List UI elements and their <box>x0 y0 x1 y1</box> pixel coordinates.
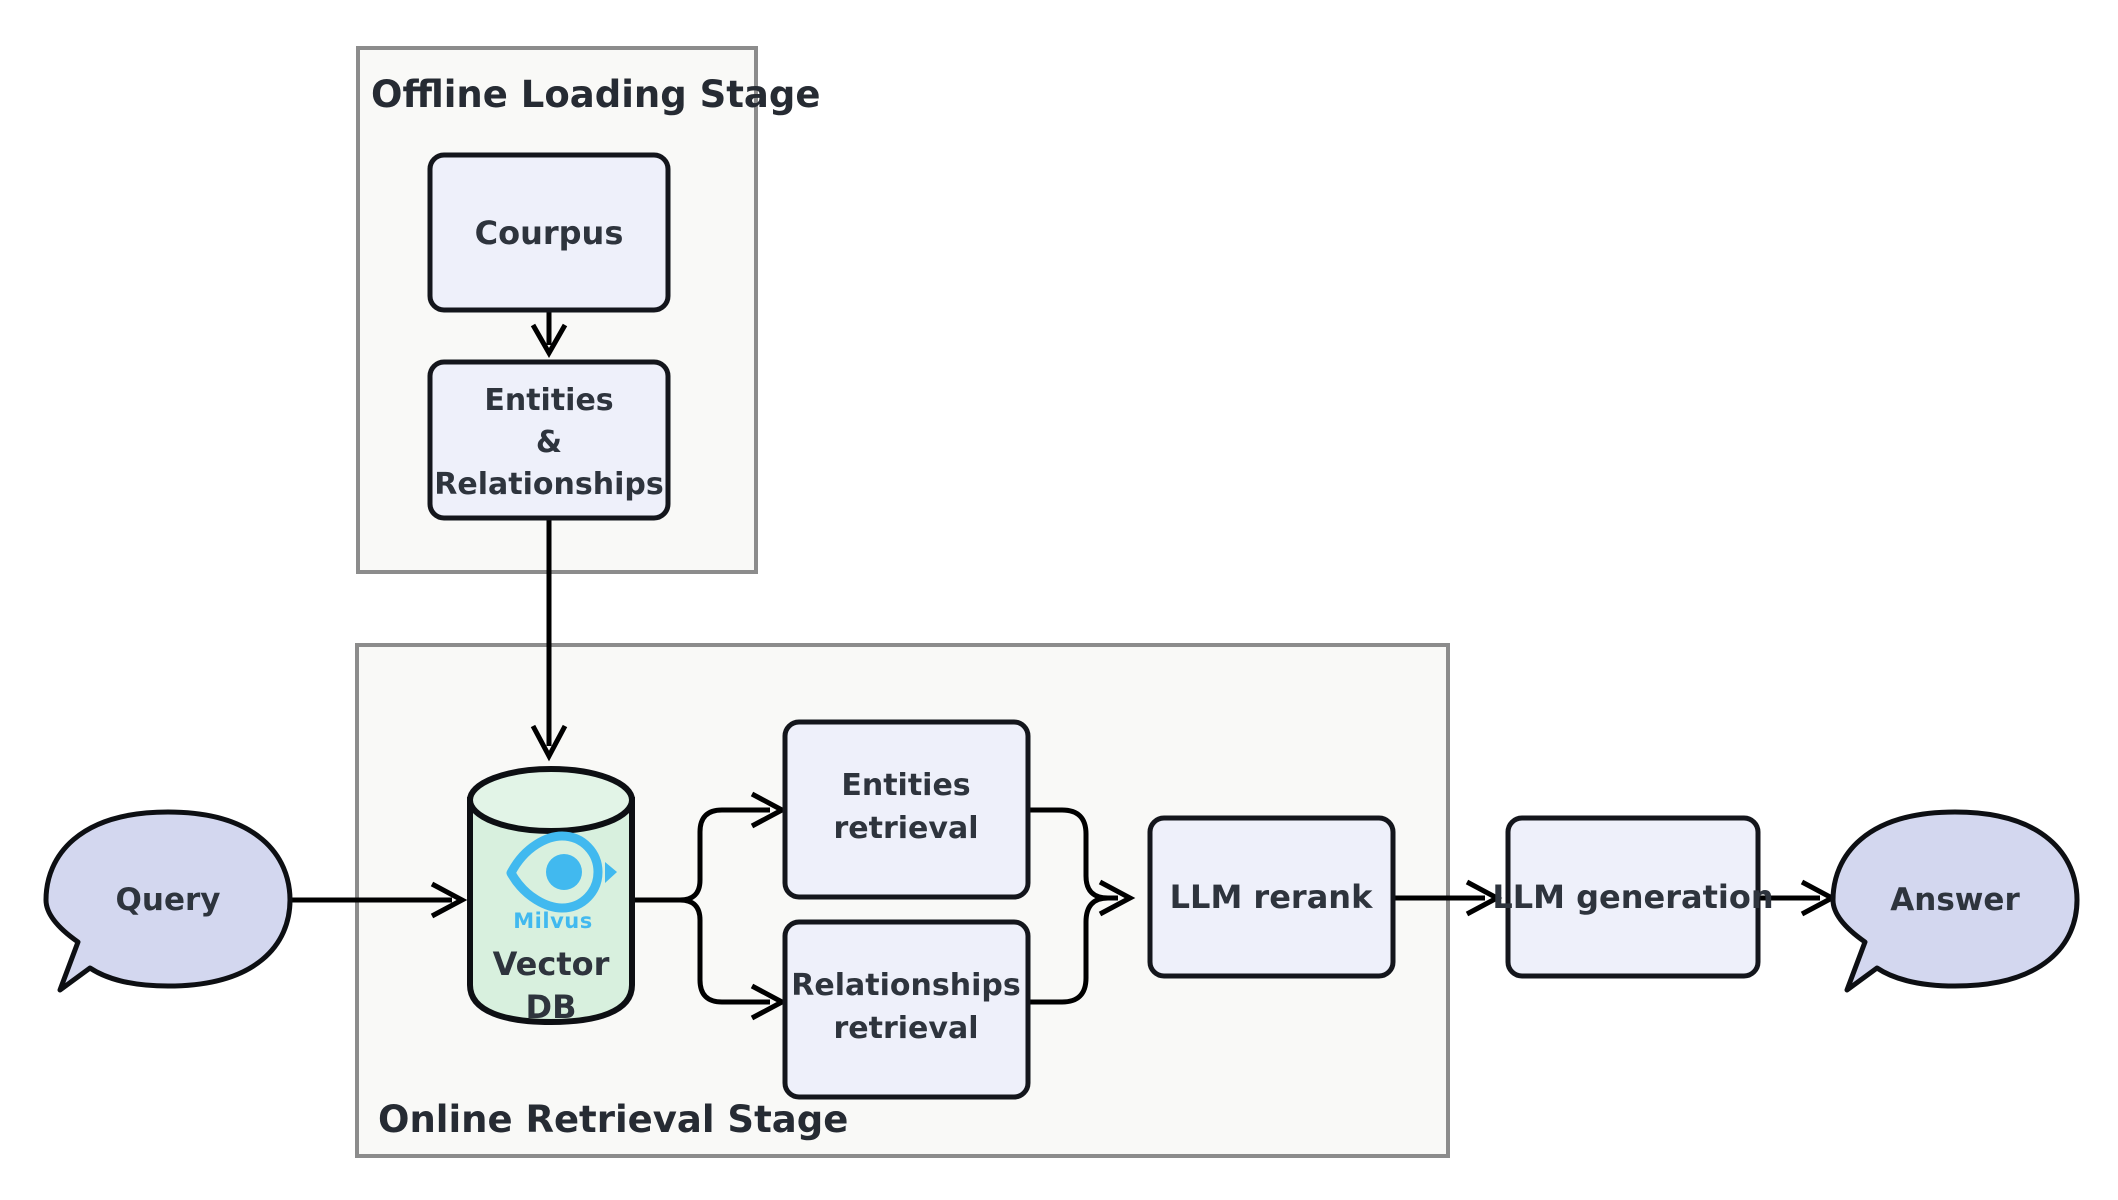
node-entities-retrieval-line-2: retrieval <box>834 811 979 846</box>
node-entities-relationships-line-2: & <box>536 425 562 460</box>
node-relationships-retrieval-line-2: retrieval <box>834 1011 979 1046</box>
node-llm-rerank-rect[interactable] <box>1147 815 1396 979</box>
node-llm-generation[interactable]: LLM generation <box>1492 815 1774 979</box>
cluster-offline-label: Offline Loading Stage <box>371 73 820 116</box>
node-vector-db[interactable]: Milvus Vector DB <box>467 766 635 1026</box>
node-courpus-rect[interactable] <box>427 152 671 313</box>
node-query-label: Query <box>116 882 221 918</box>
node-vector-db-cylinder-top <box>467 766 635 834</box>
node-entities-relationships-line-3: Relationships <box>434 467 663 502</box>
edge-llm-rerank-to-llm-generation <box>1393 879 1503 917</box>
node-answer-label: Answer <box>1890 882 2020 918</box>
edge-query-to-vectordb <box>290 881 468 919</box>
node-llm-generation-rect[interactable] <box>1505 815 1761 979</box>
milvus-eye-icon <box>506 831 617 913</box>
node-entities-retrieval-rect[interactable] <box>782 719 1031 900</box>
node-llm-generation-label: LLM generation <box>1492 878 1773 916</box>
node-query-bubble[interactable] <box>43 809 293 993</box>
node-entities-retrieval-line-1: Entities <box>841 768 970 803</box>
node-entities-relationships[interactable]: Entities & Relationships <box>427 359 671 521</box>
node-relationships-retrieval-line-1: Relationships <box>791 968 1020 1003</box>
node-entities-relationships-rect[interactable] <box>427 359 671 521</box>
cluster-online-label: Online Retrieval Stage <box>378 1098 848 1141</box>
node-llm-rerank-label: LLM rerank <box>1170 878 1373 916</box>
node-vector-db-label-line-2: DB <box>526 988 577 1026</box>
milvus-wordmark: Milvus <box>513 909 592 933</box>
node-answer[interactable]: Answer <box>1830 809 2080 993</box>
edge-vectordb-to-relationships-retrieval <box>634 897 788 1021</box>
edge-courpus-to-entities <box>530 310 568 359</box>
node-courpus-label: Courpus <box>475 214 624 252</box>
node-entities-retrieval[interactable]: Entities retrieval <box>782 719 1031 900</box>
node-query[interactable]: Query <box>43 809 293 993</box>
node-relationships-retrieval-rect[interactable] <box>782 919 1031 1100</box>
edge-relationships-retrieval-to-llm-rerank <box>1027 895 1118 1005</box>
node-courpus[interactable]: Courpus <box>427 152 671 313</box>
node-llm-rerank[interactable]: LLM rerank <box>1147 815 1396 979</box>
node-vector-db-label-line-1: Vector <box>493 945 610 983</box>
edge-entities-to-vectordb <box>530 518 568 762</box>
node-relationships-retrieval[interactable]: Relationships retrieval <box>782 919 1031 1100</box>
node-answer-bubble[interactable] <box>1830 809 2080 993</box>
node-entities-relationships-line-1: Entities <box>484 383 613 418</box>
